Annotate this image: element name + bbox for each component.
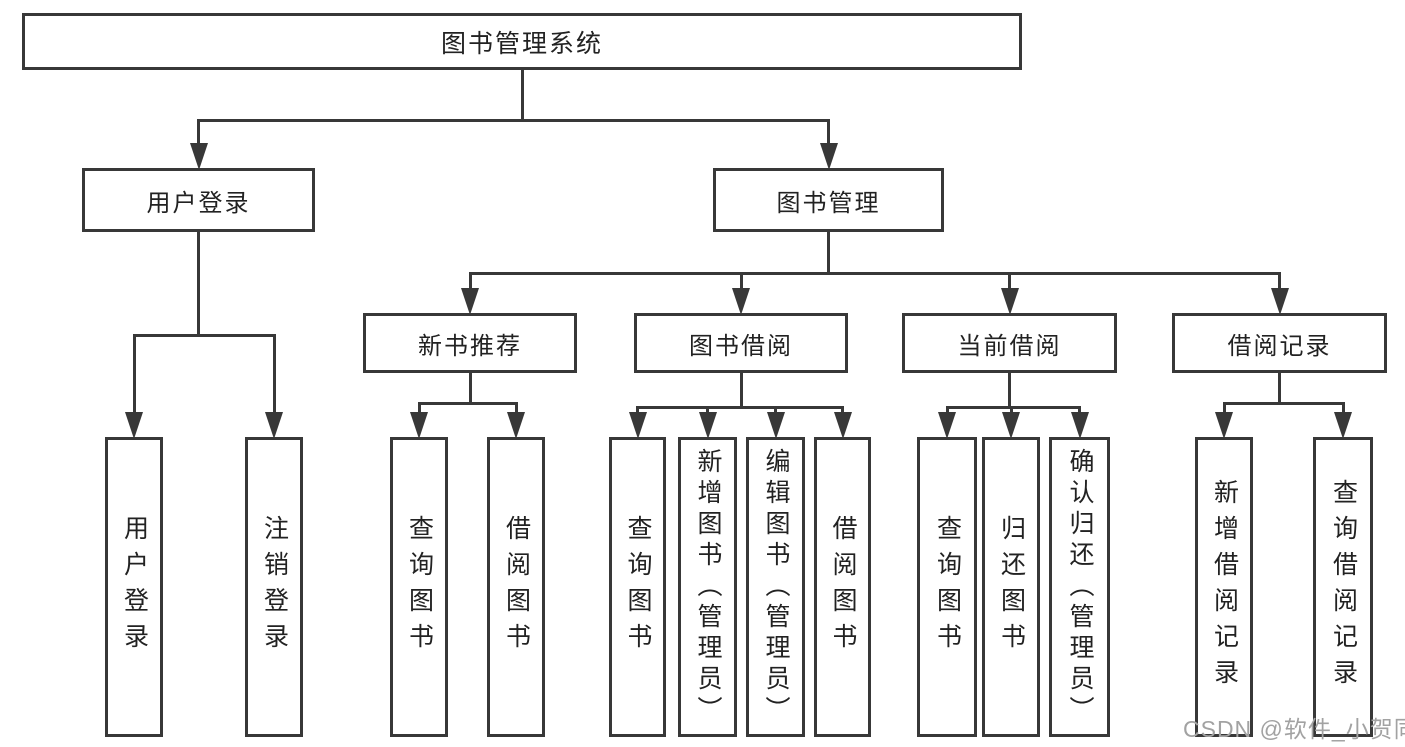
- connector-stem-login: [197, 231, 200, 335]
- node-login: 用户登录: [82, 168, 315, 232]
- node-bw-query: 查询图书: [609, 437, 666, 737]
- node-bw-query-label: 查询图书: [624, 515, 652, 659]
- node-newbook: 新书推荐: [363, 313, 577, 373]
- arrowhead-newbook: [461, 288, 479, 315]
- node-current: 当前借阅: [902, 313, 1117, 373]
- arrowhead-bw-add: [698, 412, 717, 439]
- node-nb-borrow-label: 借阅图书: [502, 515, 531, 659]
- node-rec-query-label: 查询借阅记录: [1329, 479, 1358, 695]
- node-login-user-label: 用户登录: [120, 515, 149, 659]
- node-cur-query: 查询图书: [917, 437, 977, 737]
- node-nb-query-label: 查询图书: [405, 515, 434, 659]
- node-rec-add-label: 新增借阅记录: [1210, 479, 1239, 695]
- connector-manage-newbook: [468, 273, 472, 301]
- arrowhead-current: [1000, 288, 1019, 315]
- connector-stem-records: [1278, 372, 1281, 403]
- connector-stem-current: [1008, 372, 1011, 407]
- arrowhead-manage: [819, 143, 838, 170]
- connector-stem-newbook: [468, 372, 472, 403]
- node-manage-label: 图书管理: [776, 189, 881, 217]
- connector-login-login-logout: [272, 335, 276, 425]
- node-records: 借阅记录: [1172, 313, 1387, 373]
- node-bw-borrow-label: 借阅图书: [829, 515, 857, 659]
- connector-bus-records: [1222, 401, 1345, 405]
- connector-stem-root: [520, 69, 524, 120]
- node-login-user: 用户登录: [105, 437, 163, 737]
- node-newbook-label: 新书推荐: [418, 332, 522, 360]
- arrowhead-nb-query: [410, 412, 428, 439]
- node-manage: 图书管理: [713, 168, 944, 232]
- node-bw-edit-label: 编辑图书（管理员）: [762, 447, 790, 727]
- connector-root-manage: [827, 120, 830, 156]
- node-root-label: 图书管理系统: [440, 29, 603, 58]
- arrowhead-cur-return: [1002, 412, 1020, 439]
- connector-login-login-user: [132, 335, 136, 425]
- connector-manage-records: [1278, 273, 1281, 301]
- arrowhead-borrowing: [732, 288, 750, 315]
- connector-manage-current: [1008, 273, 1011, 301]
- node-bw-borrow: 借阅图书: [814, 437, 871, 737]
- node-cur-return: 归还图书: [982, 437, 1040, 737]
- connector-stem-manage: [827, 231, 830, 273]
- node-rec-query: 查询借阅记录: [1313, 437, 1373, 737]
- node-root: 图书管理系统: [22, 13, 1022, 70]
- csdn-watermark: CSDN @软件_小贺同学: [1183, 716, 1405, 742]
- node-cur-return-label: 归还图书: [997, 515, 1026, 659]
- arrowhead-records: [1270, 288, 1289, 315]
- connector-bus-newbook: [417, 401, 518, 405]
- arrowhead-nb-borrow: [507, 412, 525, 439]
- arrowhead-login-user: [125, 412, 143, 439]
- arrowhead-login-logout: [265, 412, 283, 439]
- arrowhead-bw-borrow: [833, 412, 852, 439]
- node-bw-add: 新增图书（管理员）: [678, 437, 737, 737]
- arrowhead-cur-confirm: [1070, 412, 1089, 439]
- connector-bus-current: [945, 405, 1081, 409]
- arrowhead-cur-query: [938, 412, 956, 439]
- connector-root-login: [197, 120, 200, 156]
- arrowhead-login: [189, 143, 208, 170]
- node-borrowing: 图书借阅: [634, 313, 848, 373]
- arrowhead-bw-edit: [766, 412, 785, 439]
- connector-bus-root: [197, 118, 830, 122]
- node-rec-add: 新增借阅记录: [1195, 437, 1253, 737]
- arrowhead-bw-query: [628, 412, 647, 439]
- node-nb-borrow: 借阅图书: [487, 437, 545, 737]
- node-login-logout: 注销登录: [245, 437, 303, 737]
- arrowhead-rec-query: [1334, 412, 1352, 439]
- connector-bus-manage: [468, 271, 1281, 275]
- node-bw-edit: 编辑图书（管理员）: [746, 437, 805, 737]
- connector-manage-borrowing: [739, 273, 743, 301]
- node-borrowing-label: 图书借阅: [689, 332, 793, 360]
- arrowhead-rec-add: [1215, 412, 1233, 439]
- node-bw-add-label: 新增图书（管理员）: [694, 447, 722, 727]
- connector-bus-login: [132, 333, 276, 337]
- node-login-logout-label: 注销登录: [260, 515, 289, 659]
- connector-stem-borrowing: [739, 372, 743, 407]
- node-cur-confirm: 确认归还（管理员）: [1049, 437, 1110, 737]
- node-login-label: 用户登录: [146, 189, 251, 217]
- node-cur-query-label: 查询图书: [933, 515, 962, 659]
- connector-bus-borrowing: [636, 405, 844, 409]
- node-nb-query: 查询图书: [390, 437, 448, 737]
- node-records-label: 借阅记录: [1227, 332, 1332, 360]
- node-current-label: 当前借阅: [957, 332, 1062, 360]
- node-cur-confirm-label: 确认归还（管理员）: [1066, 447, 1094, 727]
